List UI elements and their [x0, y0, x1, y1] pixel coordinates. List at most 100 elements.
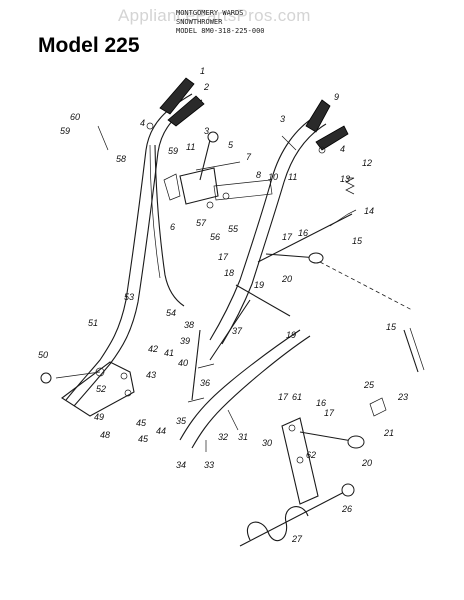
callout-23: 23 — [397, 392, 408, 402]
callout-11-left: 11 — [186, 142, 195, 152]
left-handle-outer — [65, 93, 193, 401]
callout-8: 8 — [256, 170, 261, 180]
callout-20-lower: 20 — [361, 458, 372, 468]
left-grip-2 — [167, 95, 205, 127]
right-handle-inner — [221, 123, 327, 345]
callout-43: 43 — [146, 370, 156, 380]
callout-27: 27 — [291, 534, 303, 544]
bolt-31 — [227, 409, 239, 431]
callout-30: 30 — [262, 438, 272, 448]
rod-19 — [235, 284, 291, 317]
callout-50: 50 — [38, 350, 48, 360]
callout-4: 4 — [140, 118, 145, 128]
model-title: Model 225 — [38, 34, 140, 57]
spring-13 — [345, 177, 355, 195]
washer-4-right — [318, 146, 326, 154]
callout-45-b: 45 — [138, 434, 149, 444]
callout-59: 59 — [168, 146, 178, 156]
callout-2: 2 — [203, 82, 209, 92]
callout-48: 48 — [100, 430, 110, 440]
rod-38 — [191, 329, 201, 401]
control-cable-53 — [154, 144, 185, 307]
callout-17: 17 — [218, 252, 229, 262]
callout-59-left: 59 — [60, 126, 70, 136]
rod-3 — [281, 135, 297, 151]
callout-3: 3 — [204, 126, 209, 136]
fastener-42 — [120, 372, 128, 380]
callout-58: 58 — [116, 154, 126, 164]
pin-36 — [197, 363, 215, 369]
bolt-62 — [296, 456, 304, 464]
bolt-55 — [222, 192, 230, 200]
callout-18: 18 — [224, 268, 234, 278]
pin-35 — [187, 397, 205, 403]
callout-9: 9 — [334, 92, 339, 102]
callout-55: 55 — [228, 224, 239, 234]
callout-35: 35 — [176, 416, 187, 426]
callout-54: 54 — [166, 308, 176, 318]
dash-20-15 — [319, 261, 413, 311]
fastener-49 — [124, 389, 132, 397]
callout-10: 10 — [268, 172, 278, 182]
callout-1: 1 — [200, 66, 205, 76]
header-line-3: MODEL 8M0-318-225-000 — [176, 27, 265, 35]
rod-60 — [97, 125, 109, 151]
callout-13: 13 — [340, 174, 350, 184]
left-lower-bracket — [61, 361, 135, 417]
callout-40: 40 — [178, 358, 188, 368]
rod-37 — [209, 299, 251, 361]
right-lower-frame-2 — [191, 335, 311, 449]
crank-14 — [329, 209, 357, 227]
end-cap-26 — [341, 483, 355, 497]
bracket-6 — [163, 173, 181, 201]
rod-15-right — [403, 329, 419, 373]
left-grip-1 — [159, 77, 195, 115]
callout-57: 57 — [196, 218, 207, 228]
callout-19: 19 — [254, 280, 264, 290]
callout-51: 51 — [88, 318, 98, 328]
eye-20-lower — [347, 435, 365, 449]
plate-8 — [213, 179, 273, 201]
bracket-30 — [281, 417, 319, 505]
callout-39: 39 — [180, 336, 190, 346]
callout-15-right: 15 — [386, 322, 397, 332]
callout-3-right: 3 — [280, 114, 285, 124]
fastener-50 — [40, 372, 52, 384]
callout-31: 31 — [238, 432, 248, 442]
callout-19-b: 19 — [286, 330, 296, 340]
right-grip-1 — [305, 99, 331, 133]
callout-36: 36 — [200, 378, 210, 388]
right-lower-frame — [179, 329, 301, 441]
callout-45: 45 — [136, 418, 147, 428]
auger-shaft-27 — [239, 487, 353, 547]
callout-60: 60 — [70, 112, 80, 122]
callout-49: 49 — [94, 412, 104, 422]
callout-14: 14 — [364, 206, 374, 216]
callout-17-lower: 17 — [278, 392, 289, 402]
lever-bracket-57 — [179, 167, 219, 205]
callout-52: 52 — [96, 384, 106, 394]
callout-4-right: 4 — [340, 144, 345, 154]
bolt-61 — [288, 424, 296, 432]
left-dash-line — [55, 371, 101, 379]
callout-32: 32 — [218, 432, 228, 442]
shift-knob — [207, 131, 219, 143]
washer-4 — [146, 122, 154, 130]
callout-12: 12 — [362, 158, 372, 168]
callout-41: 41 — [164, 348, 174, 358]
callout-17-b: 17 — [282, 232, 293, 242]
header-line-2: SNOWTHROWER — [176, 18, 223, 26]
callout-6: 6 — [170, 222, 175, 232]
callout-7: 7 — [246, 152, 252, 162]
right-handle-outer — [209, 115, 317, 341]
eye-20 — [308, 252, 324, 264]
callout-11: 11 — [288, 172, 297, 182]
callout-25: 25 — [363, 380, 375, 390]
fastener-52 — [95, 367, 105, 377]
control-cable-54 — [149, 144, 161, 279]
auger-spiral — [247, 506, 309, 542]
rod-15-right-b — [409, 327, 425, 371]
callout-44: 44 — [156, 426, 166, 436]
